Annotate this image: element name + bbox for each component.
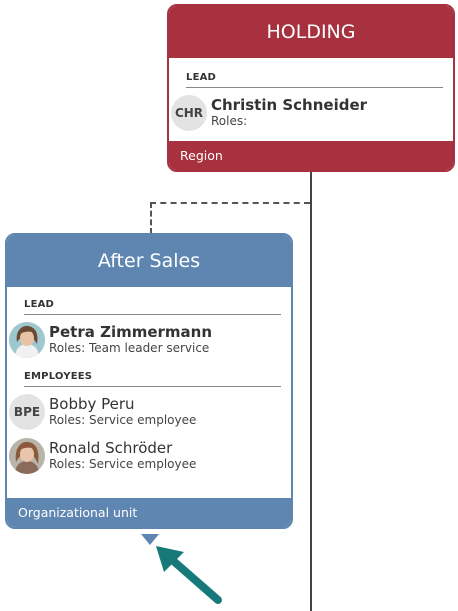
holding-lead-label: LEAD xyxy=(186,66,443,88)
org-connector-line xyxy=(310,172,312,611)
person-name: Bobby Peru xyxy=(49,394,135,413)
after-sales-body: LEAD Petra Zimmermann Roles: Team leader… xyxy=(7,287,291,475)
avatar-initials: CHR xyxy=(171,94,207,131)
person-roles: Roles: Service employee xyxy=(49,457,197,472)
female-avatar-icon xyxy=(9,321,45,358)
after-sales-title: After Sales xyxy=(7,235,291,287)
person-name: Petra Zimmermann xyxy=(49,322,213,341)
holding-footer: Region xyxy=(169,141,453,170)
holding-card[interactable]: HOLDING LEAD CHR Christin Schneider Role… xyxy=(167,4,455,172)
employee-person[interactable]: Ronald Schröder Roles: Service employee xyxy=(7,431,291,475)
avatar-initials: BPE xyxy=(9,393,45,430)
expand-toggle-icon[interactable] xyxy=(141,534,159,545)
employees-label: EMPLOYEES xyxy=(24,365,281,387)
person-name: Christin Schneider xyxy=(211,95,368,114)
after-sales-lead-label: LEAD xyxy=(24,293,281,315)
holding-body: LEAD CHR Christin Schneider Roles: xyxy=(169,58,453,132)
person-roles: Roles: xyxy=(211,114,248,129)
after-sales-footer: Organizational unit xyxy=(7,498,291,527)
after-sales-lead-person[interactable]: Petra Zimmermann Roles: Team leader serv… xyxy=(7,315,291,359)
dashed-connector-line xyxy=(150,202,310,234)
pointer-arrow-icon xyxy=(156,546,222,604)
person-name: Ronald Schröder xyxy=(49,438,173,457)
employee-person[interactable]: BPE Bobby Peru Roles: Service employee xyxy=(7,387,291,431)
after-sales-card[interactable]: After Sales LEAD Petra Zimmermann Roles:… xyxy=(5,233,293,529)
holding-lead-person[interactable]: CHR Christin Schneider Roles: xyxy=(169,88,453,132)
holding-title: HOLDING xyxy=(169,6,453,58)
female-avatar-icon xyxy=(9,437,45,474)
person-roles: Roles: Service employee xyxy=(49,413,197,428)
person-roles: Roles: Team leader service xyxy=(49,341,210,356)
